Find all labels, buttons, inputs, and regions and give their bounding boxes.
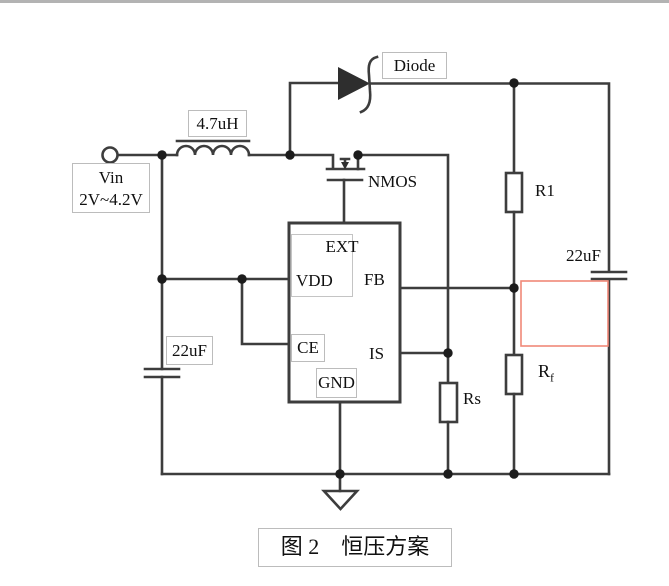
page-edge-divider <box>0 0 669 3</box>
vin-range: 2V~4.2V <box>79 190 143 209</box>
diode-cathode-curve <box>359 55 379 114</box>
wire-diode-anode <box>288 81 340 157</box>
nmos-label: NMOS <box>368 172 418 191</box>
rf-subscript: f <box>550 370 555 385</box>
diode-label: Diode <box>382 52 447 79</box>
highlight-rect <box>520 280 609 347</box>
ic-pin-vdd: VDD <box>296 271 333 290</box>
rf-label: Rf <box>538 361 554 388</box>
ic-label-outline-ext-vdd <box>291 234 353 297</box>
resistor-r1 <box>504 171 524 214</box>
inductor-label: 4.7uH <box>188 110 247 137</box>
wire-drain-net <box>356 153 450 355</box>
cap-output-plates <box>590 270 628 281</box>
wire-inductor-out <box>247 153 335 169</box>
inductor-coil <box>175 144 251 157</box>
resistor-rf <box>504 353 524 396</box>
ic-pin-ext: EXT <box>325 237 359 256</box>
rs-label: Rs <box>463 389 481 408</box>
nmos-body-arrow <box>341 162 349 170</box>
cap-output-label: 22uF <box>566 246 601 265</box>
nmos-body-tick <box>339 157 351 164</box>
wire-output-top <box>369 82 611 273</box>
rf-base: R <box>538 361 551 381</box>
cap-input-label: 22uF <box>166 336 213 365</box>
vin-name: Vin <box>98 168 124 187</box>
ic-pin-is: IS <box>369 344 385 363</box>
ground-symbol <box>321 489 360 511</box>
r1-label: R1 <box>535 181 555 200</box>
vin-label: Vin 2V~4.2V <box>72 163 150 213</box>
wire-ce <box>240 277 291 346</box>
diode-triangle <box>338 67 370 100</box>
figure-caption: 图 2 恒压方案 <box>258 528 452 567</box>
junction-dots <box>157 78 519 479</box>
vin-terminal <box>101 146 119 164</box>
ic-pin-fb: FB <box>364 270 385 289</box>
ic-pin-gnd: GND <box>316 368 357 398</box>
ic-pin-ce: CE <box>291 334 325 362</box>
resistor-rs <box>438 381 459 424</box>
